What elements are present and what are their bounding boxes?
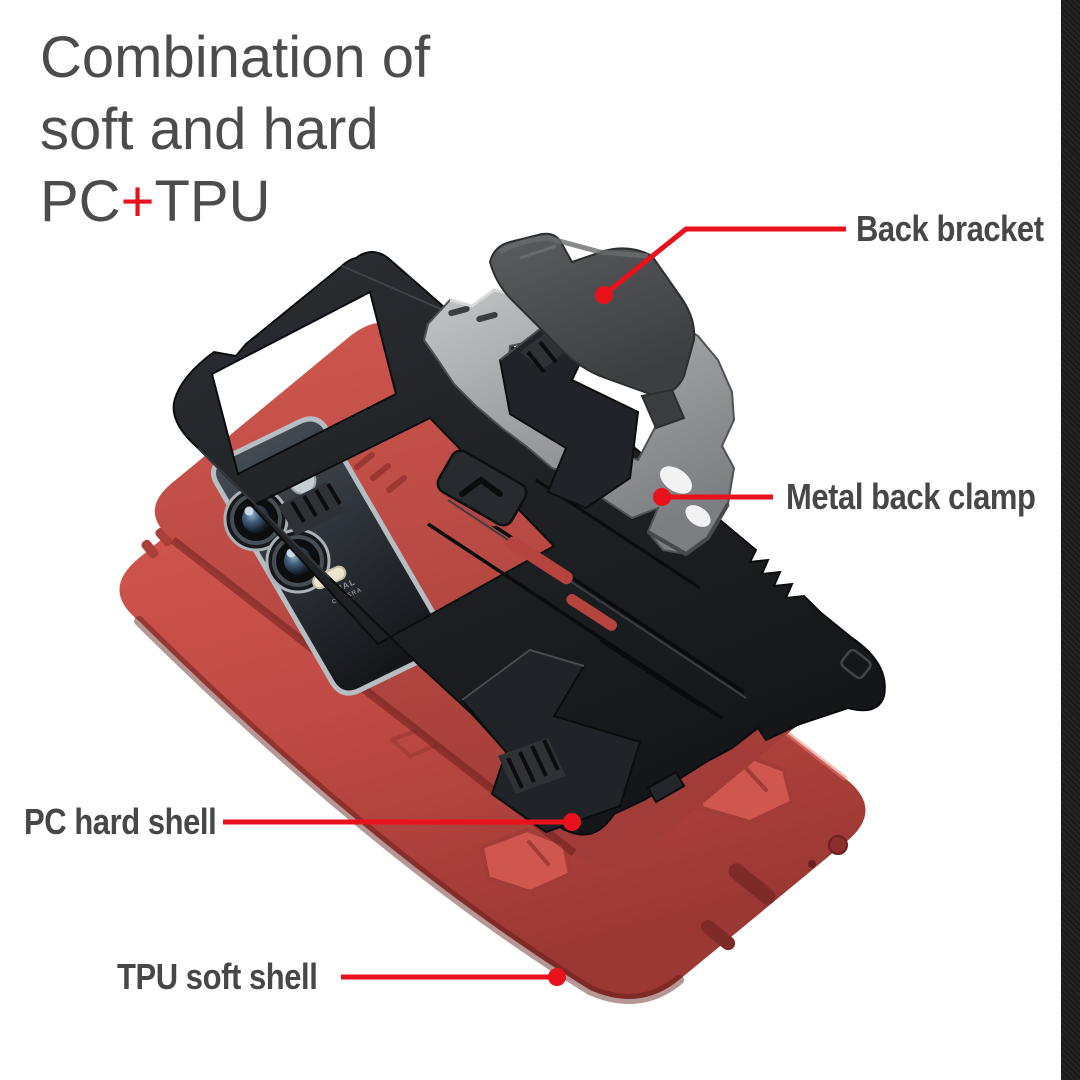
frame-serration	[278, 482, 344, 536]
channel-red-slit	[566, 593, 618, 631]
callout-back-bracket	[595, 226, 846, 304]
clamp-finger-notch	[685, 505, 711, 527]
camera-lens-1	[223, 486, 289, 552]
right-edge-fabric-strip	[1061, 0, 1080, 1080]
back-bracket-part	[488, 232, 696, 430]
callout-dot-back-bracket	[595, 286, 613, 304]
mic-hole	[808, 860, 816, 868]
headphone-port-hole	[828, 835, 848, 855]
channel-red-slit	[506, 536, 573, 585]
callout-metal-back-clamp	[653, 488, 773, 506]
callout-dot-metal-back-clamp	[653, 488, 671, 506]
speaker-slot	[700, 919, 736, 951]
usb-port-slot	[728, 863, 776, 905]
clamp-finger-hole	[659, 466, 693, 494]
callout-label-metal-back-clamp: Metal back clamp	[786, 476, 1036, 517]
callout-lines	[223, 226, 846, 986]
title-line-1: Combination of	[40, 25, 431, 90]
corner-bumper-detail	[840, 648, 872, 680]
pc-hard-shell-part	[172, 251, 886, 836]
bottom-notch-detail	[646, 770, 686, 804]
title-line-2: soft and hard	[40, 97, 379, 162]
callout-pc-hard-shell	[223, 813, 581, 831]
holster-foot-wedge	[460, 648, 642, 834]
kickstand-hook-tab	[436, 449, 528, 527]
title-line-3: PC+TPU	[40, 169, 271, 234]
callout-dot-tpu-soft-shell	[548, 968, 566, 986]
page-title: Combination of soft and hard PC+TPU	[40, 22, 430, 238]
bracket-tail	[640, 388, 686, 430]
callout-label-pc-hard-shell: PC hard shell	[24, 801, 217, 842]
callout-tpu-soft-shell	[341, 968, 566, 986]
callout-label-tpu-soft-shell: TPU soft shell	[117, 956, 318, 997]
callout-dot-pc-hard-shell	[563, 813, 581, 831]
tpu-port-cutouts	[700, 835, 848, 951]
callout-label-back-bracket: Back bracket	[856, 208, 1044, 249]
plus-sign: +	[120, 169, 155, 234]
